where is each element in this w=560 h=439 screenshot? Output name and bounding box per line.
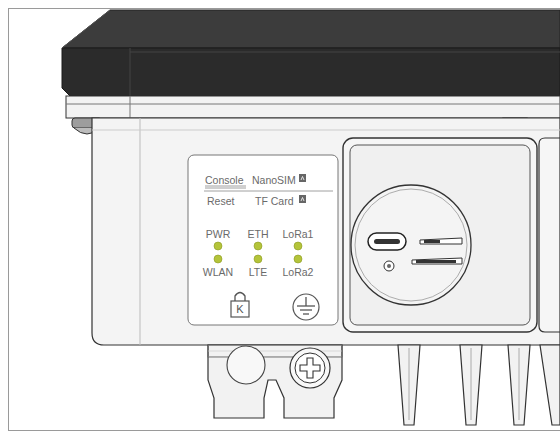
- led-label: ETH: [248, 229, 269, 240]
- led-label: PWR: [206, 229, 231, 240]
- led-label: LoRa2: [283, 267, 314, 278]
- led-label: LTE: [249, 267, 267, 278]
- led-label: WLAN: [203, 267, 233, 278]
- port-label: Console: [205, 175, 244, 186]
- led-label: LoRa1: [283, 229, 314, 240]
- port-label: NanoSIM: [252, 175, 296, 186]
- port-label: TF Card: [255, 196, 294, 207]
- lock-symbol-letter: K: [236, 304, 243, 315]
- port-label: Reset: [207, 196, 234, 207]
